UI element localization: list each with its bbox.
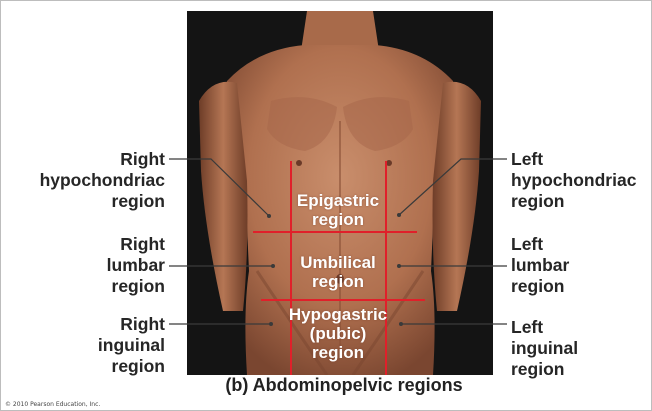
copyright-notice: © 2010 Pearson Education, Inc.	[5, 401, 100, 408]
leader-right-hypochondriac	[169, 159, 269, 216]
leader-left-hypochondriac	[399, 159, 507, 215]
figure-caption: (b) Abdominopelvic regions	[199, 375, 489, 396]
